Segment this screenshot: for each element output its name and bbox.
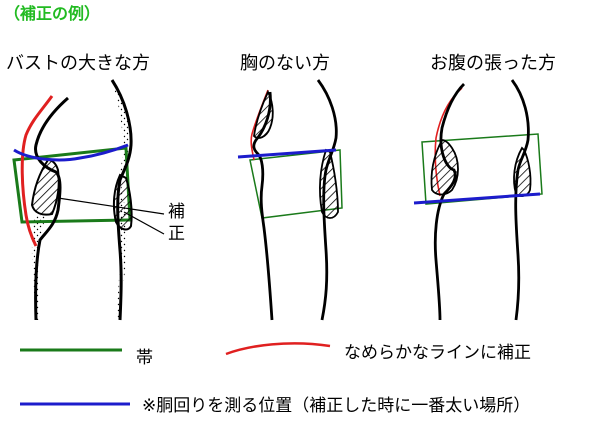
chest-pad-hatched: [253, 89, 274, 139]
measure-line: [237, 148, 337, 159]
panel-protruding-belly: [413, 79, 543, 321]
diagram-title: （補正の例）: [4, 4, 101, 23]
smooth-correction-line: [20, 95, 54, 247]
panel-title-flat-chest: 胸のない方: [240, 53, 330, 74]
legend-belt-label: 帯: [136, 348, 153, 368]
front-dotted-fill: [31, 215, 46, 320]
legend-smooth-swatch: [225, 342, 331, 356]
measure-line: [413, 192, 541, 205]
legend: [20, 342, 331, 406]
belly-pad-hatched: [430, 139, 459, 196]
annotation-label-bottom: 正: [168, 224, 185, 244]
panel-title-large-bust: バストの大きな方: [6, 53, 150, 74]
annotation-label-top: 補: [168, 202, 185, 222]
leader-line-1: [57, 197, 165, 215]
back-pad-hatched: [319, 148, 339, 219]
leader-line-2: [123, 211, 165, 235]
measure-line: [13, 143, 129, 162]
back-pad-hatched: [112, 173, 133, 231]
panel-flat-chest: [237, 79, 343, 321]
belt-outline: [421, 133, 543, 205]
legend-smooth-label: なめらかなラインに補正: [344, 343, 531, 363]
back-pad-hatched: [513, 146, 532, 197]
panel-title-protruding-belly: お腹の張った方: [430, 53, 556, 74]
panel-large-bust: [12, 79, 165, 321]
bust-pad-hatched: [30, 158, 60, 216]
legend-measure-label: ※胴回りを測る位置（補正した時に一番太い場所）: [142, 396, 531, 416]
back-body-outline: [510, 79, 530, 321]
front-body-outline: [34, 96, 69, 321]
